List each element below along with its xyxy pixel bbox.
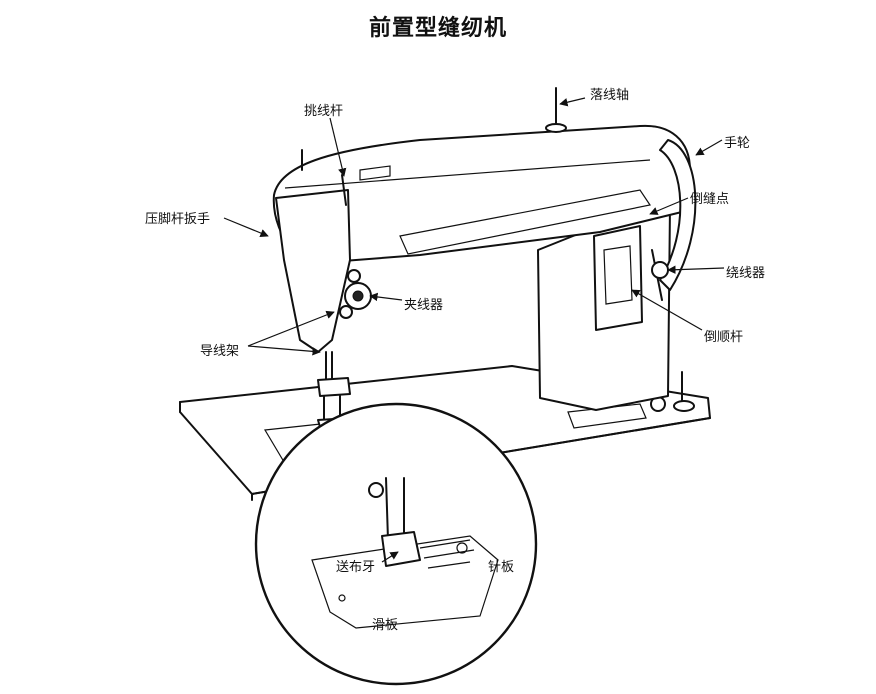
label-thread-guide: 导线架 (200, 344, 240, 359)
label-handwheel: 手轮 (724, 136, 751, 151)
leader-lines (223, 97, 725, 563)
label-feed-dog: 送布牙 (336, 560, 376, 575)
label-reverse-lever: 倒顺杆 (704, 330, 744, 345)
label-bobbin-winder: 绕线器 (726, 266, 766, 281)
label-reverse-stitch-point: 倒缝点 (690, 192, 730, 207)
label-bobbin-winder-spindle: 落线轴 (590, 88, 630, 103)
label-needle-plate: 针板 (488, 560, 515, 575)
zoom-inset (254, 402, 538, 686)
label-tension-assembly: 夹线器 (404, 298, 444, 313)
label-presser-foot-lever: 压脚杆扳手 (145, 212, 211, 227)
page-title: 前置型缝纫机 (368, 15, 507, 41)
label-take-up-lever: 挑线杆 (304, 104, 344, 119)
machine-body (272, 87, 697, 435)
label-slide-plate: 滑板 (372, 618, 399, 633)
